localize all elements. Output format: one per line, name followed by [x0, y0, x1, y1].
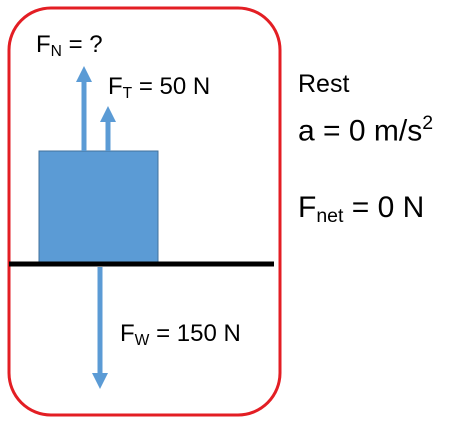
weight-force-label: FW = 150 N: [120, 320, 241, 349]
normal-force-label: FN = ?: [36, 31, 103, 60]
net-force-label: Fnet = 0 N: [298, 191, 425, 227]
acceleration-label: a = 0 m/s2: [298, 112, 434, 148]
tension-force-label: FT = 50 N: [108, 73, 211, 102]
block: [38, 150, 159, 264]
state-label: Rest: [298, 70, 350, 98]
diagram-frame: [7, 6, 282, 417]
